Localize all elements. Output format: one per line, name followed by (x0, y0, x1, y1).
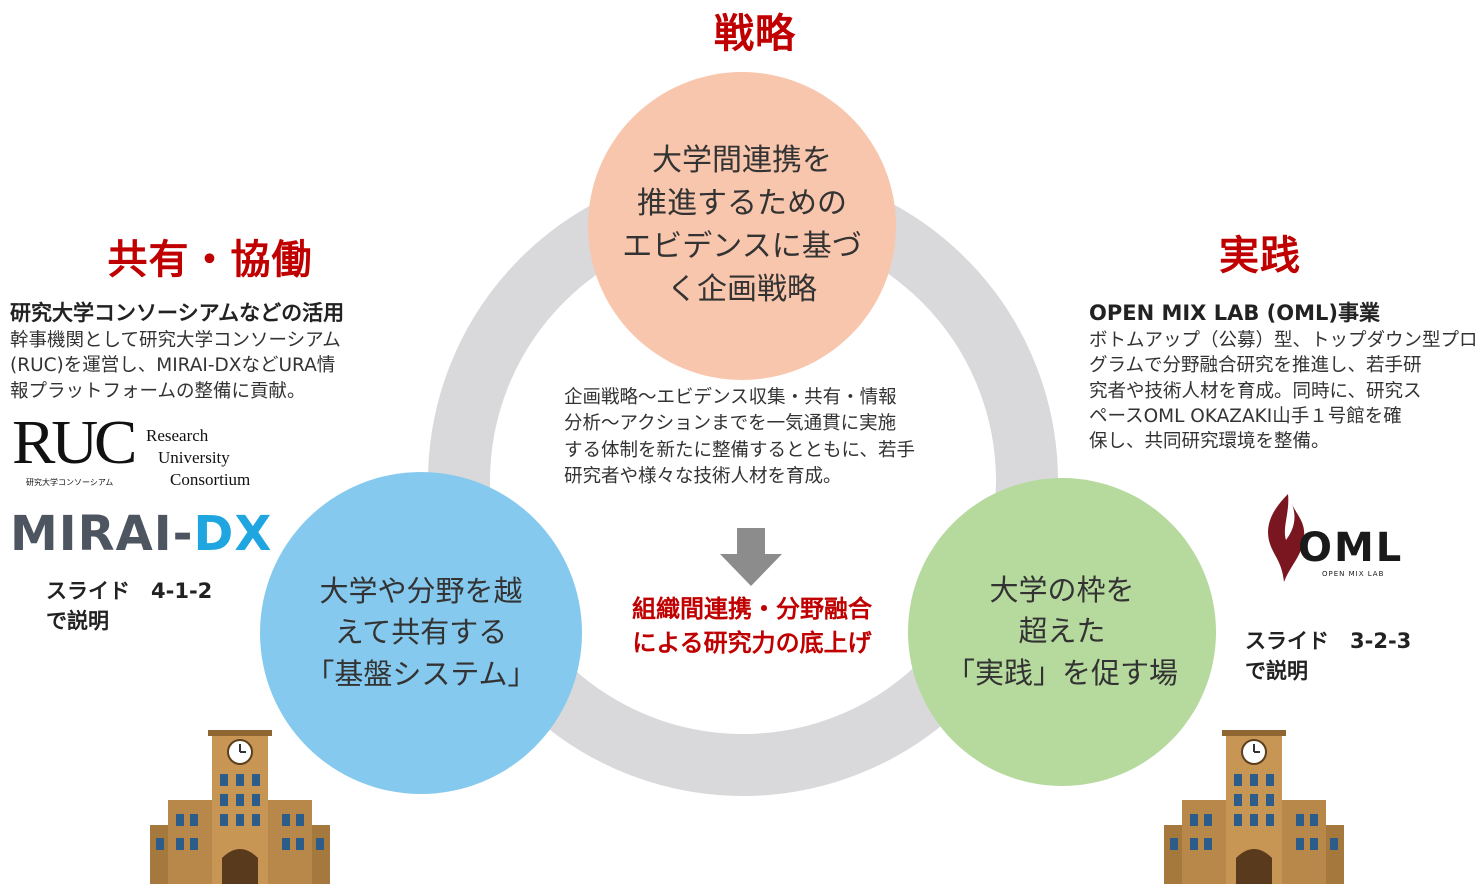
practice-description: ボトムアップ（公募）型、トップダウン型プロ グラムで分野融合研究を推進し、若手研… (1089, 330, 1478, 453)
university-building-icon (150, 730, 330, 884)
center-description: 企画戦略～エビデンス収集・共有・情報 分析～アクションまでを一気通貫に実施 する… (564, 387, 915, 487)
sharing-description: 幹事機関として研究大学コンソーシアム (RUC)を運営し、MIRAI-DXなどU… (10, 330, 341, 402)
system-circle-text: 大学や分野を越 えて共有する 「基盤システム」 (305, 573, 537, 691)
oml-logo-tagline: OPEN MIX LAB (1322, 570, 1385, 578)
practice-subtitle: OPEN MIX LAB (OML)事業 (1089, 301, 1380, 325)
strategy-circle-text: 大学間連携を 推進するための エビデンスに基づ く企画戦略 (622, 143, 862, 307)
practice-heading: 実践 (1219, 233, 1301, 279)
ruc-logo-mark: RUC (12, 409, 137, 477)
mirai-dx-logo: MIRAI-DX (10, 510, 272, 558)
ruc-logo: RUC 研究大学コンソーシアム Research University Cons… (12, 412, 282, 492)
ruc-logo-line1: Research (146, 426, 209, 445)
sharing-slide-ref: スライド 4-1-2 で説明 (46, 579, 213, 633)
system-circle: 大学や分野を越 えて共有する 「基盤システム」 (260, 472, 582, 794)
practice-slide-ref: スライド 3-2-3 で説明 (1245, 629, 1412, 683)
mirai-dx-logo-part1: MIRAI- (10, 506, 194, 562)
ruc-logo-line3: Consortium (170, 470, 251, 489)
ruc-logo-mark-sub: 研究大学コンソーシアム (26, 478, 114, 487)
center-emphasis: 組織間連携・分野融合 による研究力の底上げ (632, 595, 872, 658)
strategy-circle: 大学間連携を 推進するための エビデンスに基づ く企画戦略 (588, 72, 896, 380)
practice-circle-text: 大学の枠を 超えた 「実践」を促す場 (945, 572, 1178, 690)
oml-logo-mark: OML (1298, 525, 1404, 571)
ruc-logo-line2: University (158, 448, 230, 467)
flame-logo-icon (1268, 494, 1305, 582)
mirai-dx-logo-part2: DX (193, 506, 273, 562)
strategy-heading: 戦略 (714, 11, 796, 57)
sharing-subtitle: 研究大学コンソーシアムなどの活用 (10, 301, 345, 325)
oml-logo: OML OPEN MIX LAB (1262, 492, 1432, 584)
sharing-heading: 共有・協働 (107, 237, 313, 283)
practice-circle: 大学の枠を 超えた 「実践」を促す場 (908, 478, 1216, 786)
university-building-icon (1164, 730, 1344, 884)
down-arrow-icon (720, 528, 782, 586)
